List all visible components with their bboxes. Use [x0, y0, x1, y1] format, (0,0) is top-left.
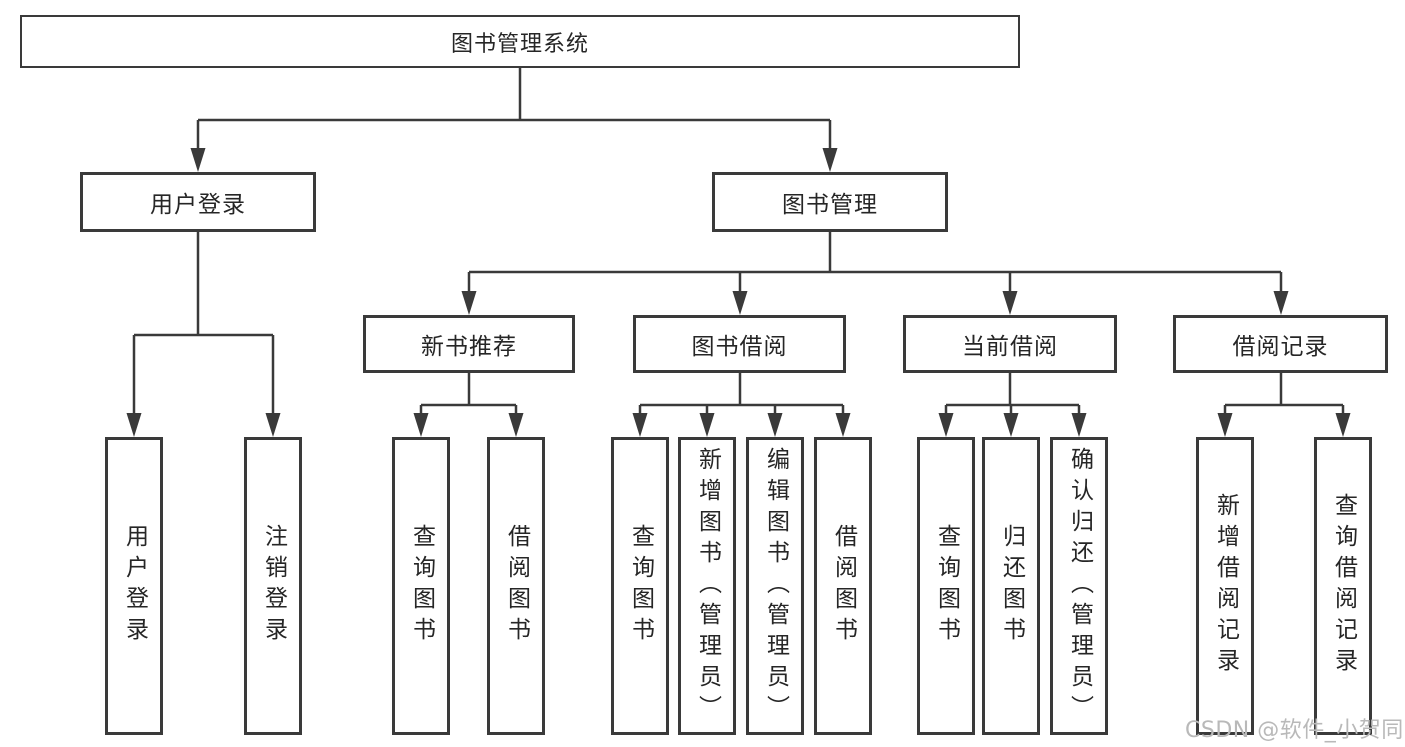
node-book-management: 图书管理 [712, 172, 948, 232]
leaf-borrow-books-label: 借阅图书 [830, 524, 857, 648]
node-current-borrowing: 当前借阅 [903, 315, 1117, 373]
node-borrowing-records-label: 借阅记录 [1232, 334, 1329, 360]
leaf-add-book-admin-label: 新增图书（管理员） [694, 446, 721, 726]
leaf-query-books-borrow-label: 查询图书 [627, 524, 654, 648]
leaf-edit-book-admin-label: 编辑图书（管理员） [762, 446, 789, 726]
node-borrowing-records: 借阅记录 [1173, 315, 1388, 373]
arrowheads [126, 148, 1351, 437]
leaf-confirm-return-admin-label: 确认归还（管理员） [1066, 446, 1093, 726]
leaf-return-books: 归还图书 [982, 437, 1040, 735]
leaf-query-books-recommend-label: 查询图书 [408, 524, 435, 648]
leaf-query-books-current-label: 查询图书 [933, 524, 960, 648]
node-library-management-system: 图书管理系统 [20, 15, 1020, 68]
leaf-add-book-admin: 新增图书（管理员） [678, 437, 736, 735]
leaf-edit-book-admin: 编辑图书（管理员） [746, 437, 804, 735]
leaf-user-login-label: 用户登录 [121, 524, 148, 648]
leaf-logout: 注销登录 [244, 437, 302, 735]
leaf-logout-label: 注销登录 [260, 524, 287, 648]
leaf-return-books-label: 归还图书 [998, 524, 1025, 648]
node-current-borrowing-label: 当前借阅 [962, 334, 1058, 360]
leaf-borrow-books-recommend: 借阅图书 [487, 437, 545, 735]
node-user-login: 用户登录 [80, 172, 316, 232]
leaf-query-books-borrow: 查询图书 [611, 437, 669, 735]
leaf-add-borrow-record-label: 新增借阅记录 [1212, 493, 1239, 679]
csdn-watermark: CSDN @软件_小贺同学 [1185, 718, 1405, 743]
leaf-user-login: 用户登录 [105, 437, 163, 735]
node-user-login-label: 用户登录 [150, 192, 246, 218]
leaf-borrow-books: 借阅图书 [814, 437, 872, 735]
node-book-borrowing: 图书借阅 [633, 315, 846, 373]
leaf-query-books-current: 查询图书 [917, 437, 975, 735]
leaf-query-borrow-record: 查询借阅记录 [1314, 437, 1372, 735]
leaf-add-borrow-record: 新增借阅记录 [1196, 437, 1254, 735]
node-book-management-label: 图书管理 [782, 192, 878, 218]
node-library-management-system-label: 图书管理系统 [450, 31, 589, 57]
leaf-borrow-books-recommend-label: 借阅图书 [503, 524, 530, 648]
node-new-book-recommendation-label: 新书推荐 [421, 334, 517, 360]
node-book-borrowing-label: 图书借阅 [691, 334, 788, 360]
leaf-confirm-return-admin: 确认归还（管理员） [1050, 437, 1108, 735]
leaf-query-books-recommend: 查询图书 [392, 437, 450, 735]
leaf-query-borrow-record-label: 查询借阅记录 [1330, 493, 1357, 679]
node-new-book-recommendation: 新书推荐 [363, 315, 575, 373]
